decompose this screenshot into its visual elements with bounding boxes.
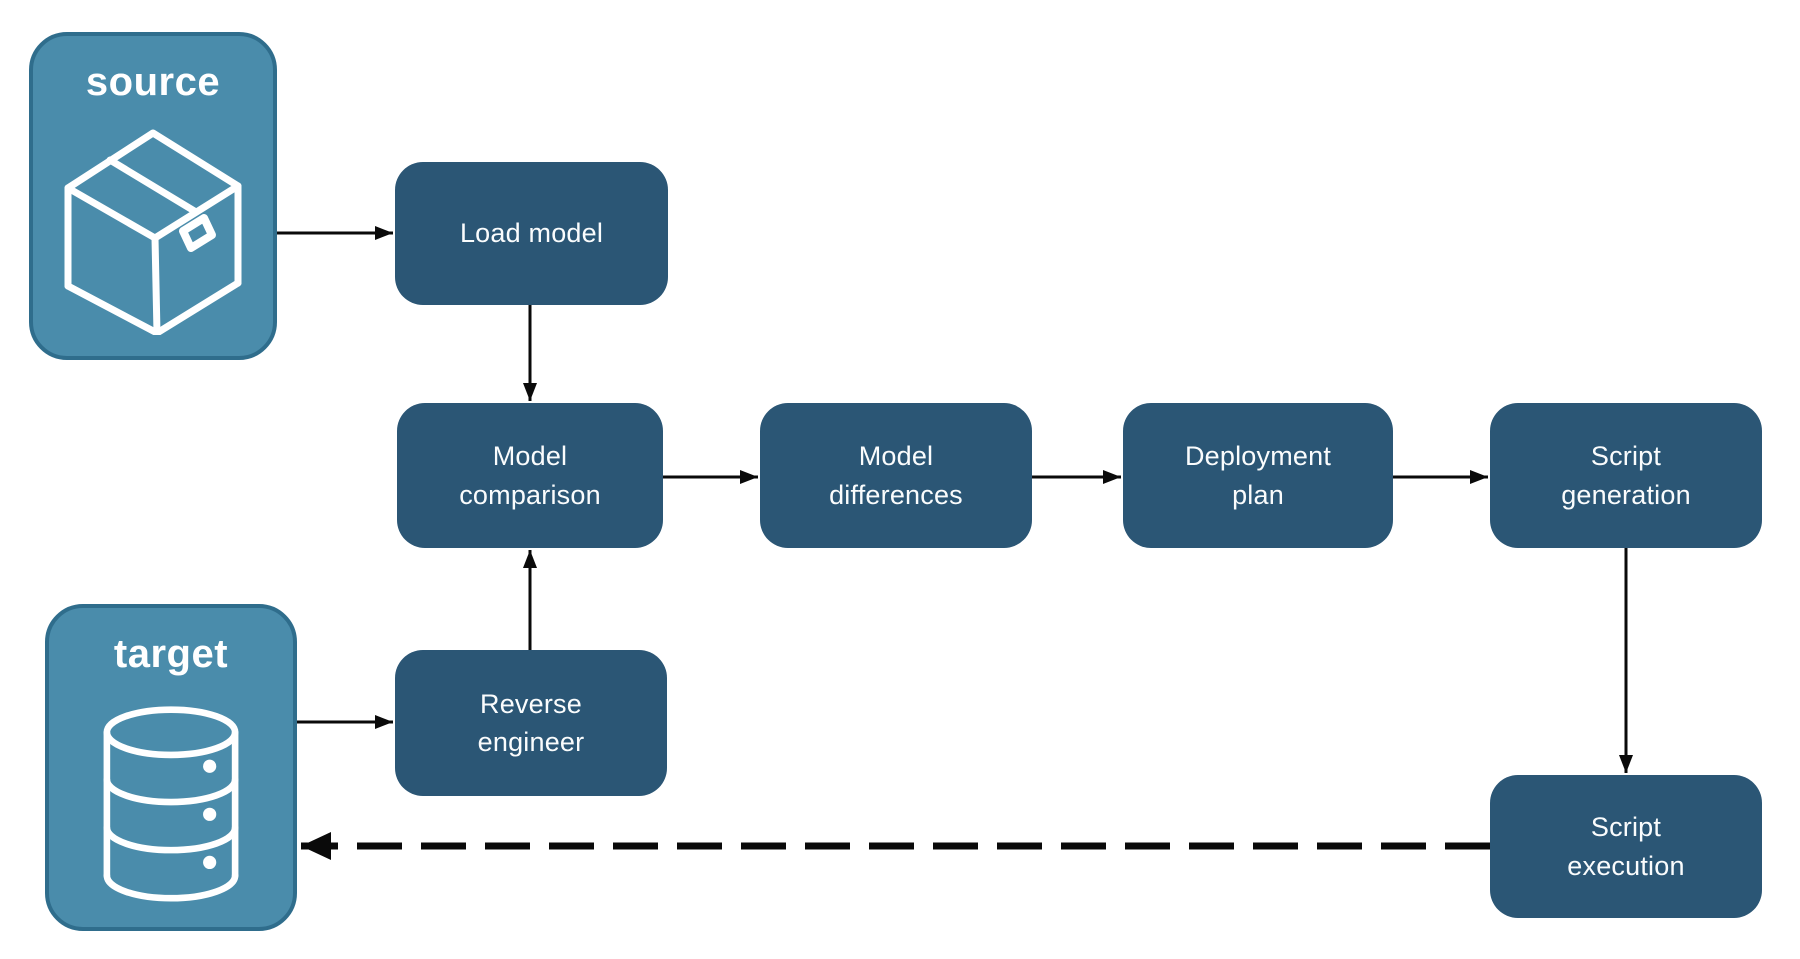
source-icon-wrap: [33, 106, 273, 356]
target-icon-wrap: [49, 678, 293, 927]
node-model-comparison-label: Model comparison: [459, 441, 601, 510]
source-label: source: [85, 60, 221, 104]
source-endpoint: source: [29, 32, 277, 360]
node-load-model: Load model: [395, 162, 668, 305]
node-model-differences: Model differences: [760, 403, 1032, 548]
node-model-differences-label: Model differences: [829, 441, 963, 510]
node-deployment-plan: Deployment plan: [1123, 403, 1393, 548]
package-box-icon: [64, 129, 242, 335]
node-deployment-plan-label: Deployment plan: [1184, 441, 1332, 510]
node-reverse-engineer-label: Reverse engineer: [477, 688, 585, 757]
node-load-model-label: Load model: [459, 218, 604, 249]
node-model-comparison: Model comparison: [397, 403, 663, 548]
node-script-generation: Script generation: [1490, 403, 1762, 548]
node-reverse-engineer: Reverse engineer: [395, 650, 667, 796]
target-label: target: [113, 632, 229, 676]
database-icon: [103, 705, 239, 901]
target-endpoint: target: [45, 604, 297, 931]
node-script-generation-label: Script generation: [1561, 441, 1691, 510]
node-script-execution-label: Script execution: [1567, 812, 1685, 881]
node-script-execution: Script execution: [1490, 775, 1762, 918]
